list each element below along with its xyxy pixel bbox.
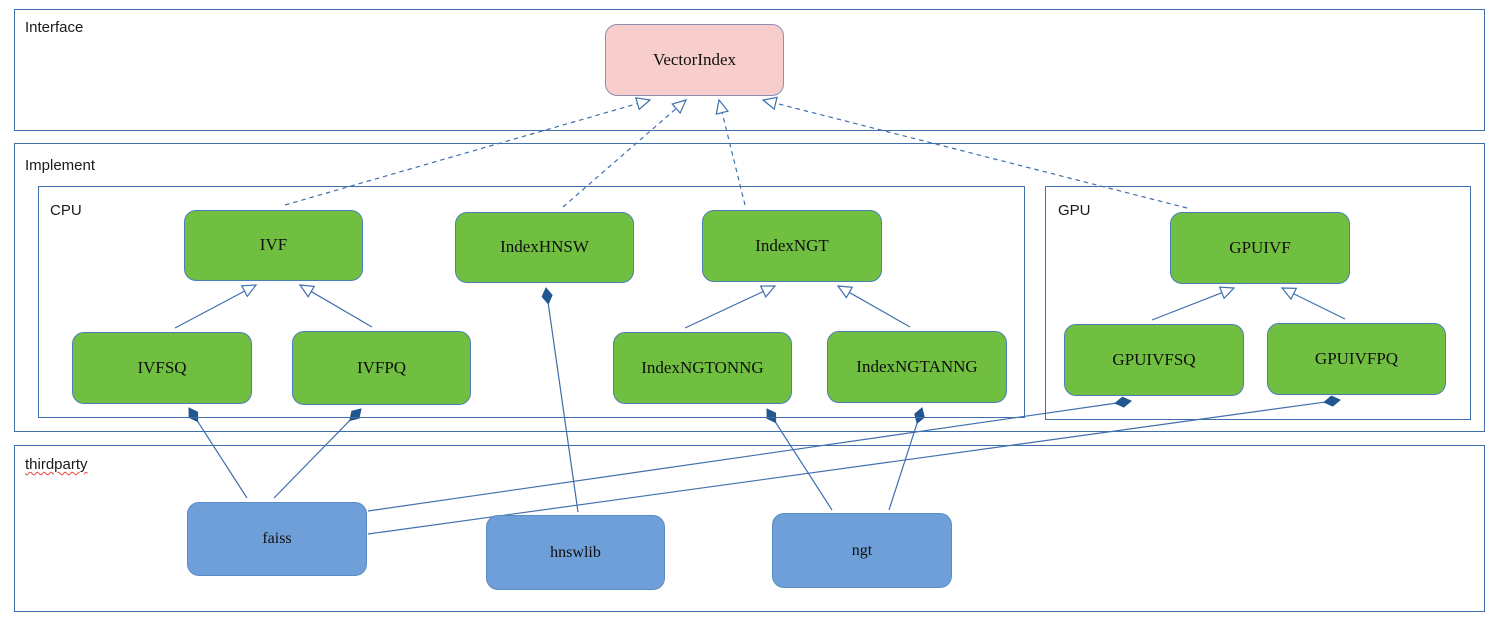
node-gpuivfsq[interactable]: GPUIVFSQ — [1064, 324, 1244, 396]
node-hnswlib[interactable]: hnswlib — [486, 515, 665, 590]
group-container-gpu — [1045, 186, 1471, 420]
node-indexngt[interactable]: IndexNGT — [702, 210, 882, 282]
group-label-cpu: CPU — [50, 202, 82, 219]
group-container-interface — [14, 9, 1485, 131]
group-label-gpu: GPU — [1058, 202, 1091, 219]
node-ngt[interactable]: ngt — [772, 513, 952, 588]
node-vectorindex[interactable]: VectorIndex — [605, 24, 784, 96]
group-label-thirdparty: thirdparty — [25, 456, 88, 473]
node-indexngtanng[interactable]: IndexNGTANNG — [827, 331, 1007, 403]
group-label-interface: Interface — [25, 19, 84, 36]
node-gpuivf[interactable]: GPUIVF — [1170, 212, 1350, 284]
node-gpuivfpq[interactable]: GPUIVFPQ — [1267, 323, 1446, 395]
group-label-implement: Implement — [25, 157, 96, 174]
node-ivfpq[interactable]: IVFPQ — [292, 331, 471, 405]
node-faiss[interactable]: faiss — [187, 502, 367, 576]
node-ivf[interactable]: IVF — [184, 210, 363, 281]
group-container-implement — [14, 143, 1485, 432]
group-container-thirdparty — [14, 445, 1485, 612]
group-container-cpu — [38, 186, 1025, 418]
node-ivfsq[interactable]: IVFSQ — [72, 332, 252, 404]
node-indexngtonng[interactable]: IndexNGTONNG — [613, 332, 792, 404]
node-indexhnsw[interactable]: IndexHNSW — [455, 212, 634, 283]
